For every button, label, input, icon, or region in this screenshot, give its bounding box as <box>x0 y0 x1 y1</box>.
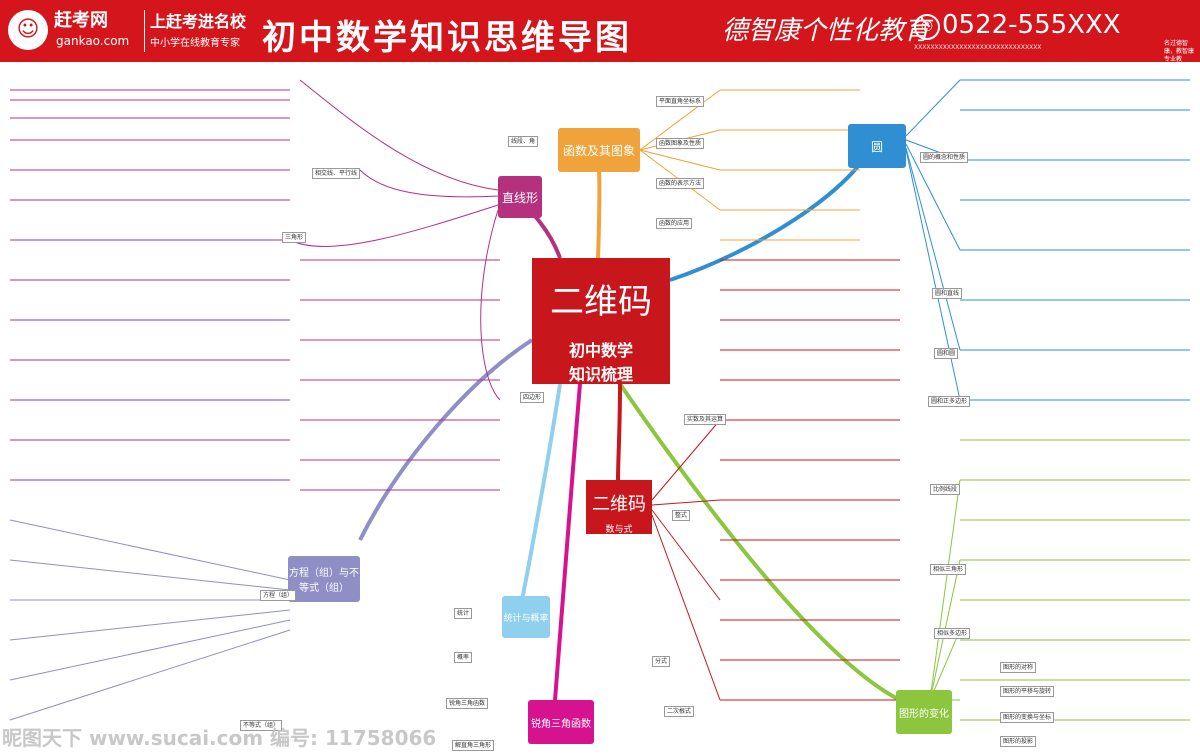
site-url: gankao.com <box>56 34 130 48</box>
connector-real <box>616 383 622 481</box>
numbers-caption: 数与式 <box>605 525 633 535</box>
branch-linear: 直线形 <box>498 176 542 218</box>
label-func-img: 函数图象及性质 <box>656 138 705 149</box>
connector-equation <box>358 338 534 541</box>
connector-trig <box>553 383 582 701</box>
label-similar-trans: 图形的变换与坐标 <box>1000 712 1055 723</box>
label-circle-line: 圆和直线 <box>932 288 963 299</box>
label-triangle: 三角形 <box>282 232 307 243</box>
label-solve-tri: 解直角三角形 <box>452 740 495 751</box>
logo-icon: ☺ <box>8 10 48 50</box>
watermark: 昵图天下 www.sucai.com 编号: 11758066 <box>2 726 437 750</box>
center-qr-label: 二维码 <box>550 282 652 322</box>
label-coord: 平面直角坐标系 <box>656 96 705 107</box>
label-projection: 图形的投影 <box>1000 736 1037 747</box>
slogan-sub: 中小学在线教育专家 <box>150 38 240 49</box>
label-circle-poly: 圆和正多边形 <box>928 396 971 407</box>
label-func-app: 函数的应用 <box>656 218 693 229</box>
center-line1: 初中数学 <box>568 341 633 360</box>
connector-transform <box>618 382 901 702</box>
header-banner: ☺ 赶考网 gankao.com 上赶考进名校 中小学在线教育专家 初中数学知识… <box>0 0 1200 63</box>
label-radical: 二次根式 <box>664 706 695 717</box>
label-translation: 图形的平移与旋转 <box>1000 686 1055 697</box>
label-probability: 概率 <box>454 652 473 663</box>
label-real: 实数及其运算 <box>684 414 727 425</box>
branch-transform: 图形的变化 <box>896 690 952 734</box>
label-ratio: 比例线段 <box>930 484 961 495</box>
slogan-main: 上赶考进名校 <box>150 12 247 31</box>
header-divider <box>144 10 145 52</box>
label-symmetry: 图形的对称 <box>1000 662 1037 673</box>
label-parallel: 相交线、平行线 <box>312 168 361 179</box>
label-circle-prop: 圆的概念和性质 <box>920 152 969 163</box>
connector-stats <box>520 383 562 601</box>
phone-subtext: XXXXXXXXXXXXXXXXXXXXXXXXXXXXXXX <box>914 44 1042 51</box>
branch-function: 函数及其图象 <box>558 128 640 172</box>
branch-trig: 锐角三角函数 <box>528 700 594 744</box>
label-acute-func: 锐角三角函数 <box>446 698 489 709</box>
site-name: 赶考网 <box>54 10 108 31</box>
center-line2: 知识梳理 <box>568 365 633 384</box>
label-segment: 线段、角 <box>508 136 539 147</box>
label-inequality: 不等式（组） <box>240 720 283 731</box>
phone-number: 0522-555XXX <box>942 10 1121 40</box>
label-func-rep: 函数的表示方法 <box>656 178 705 189</box>
phone-icon: ✆ <box>914 14 940 40</box>
corner-note: 名过德智康，教智康专业教 <box>1164 40 1195 63</box>
branch-circle: 圆 <box>848 124 906 168</box>
numbers-node: 二维码 数与式 <box>586 480 652 535</box>
branch-stats: 统计与概率 <box>502 596 550 638</box>
label-fraction: 分式 <box>652 656 671 667</box>
branch-equation: 方程（组）与不等式（组） <box>288 556 360 602</box>
label-statistics: 统计 <box>454 608 473 619</box>
label-similar-poly: 相似多边形 <box>934 628 971 639</box>
calligraphy-slogan: 德智康个性化教育 <box>722 16 931 46</box>
label-quad: 四边形 <box>520 392 545 403</box>
label-similar: 相似三角形 <box>930 564 967 575</box>
numbers-qr-label: 二维码 <box>592 494 646 515</box>
label-eq-group: 方程（组） <box>260 590 297 601</box>
label-circle-circle: 圆和圆 <box>934 348 959 359</box>
label-integral: 整式 <box>672 510 691 521</box>
center-node: 二维码 初中数学 知识梳理 <box>532 258 670 384</box>
page-title: 初中数学知识思维导图 <box>262 18 632 58</box>
